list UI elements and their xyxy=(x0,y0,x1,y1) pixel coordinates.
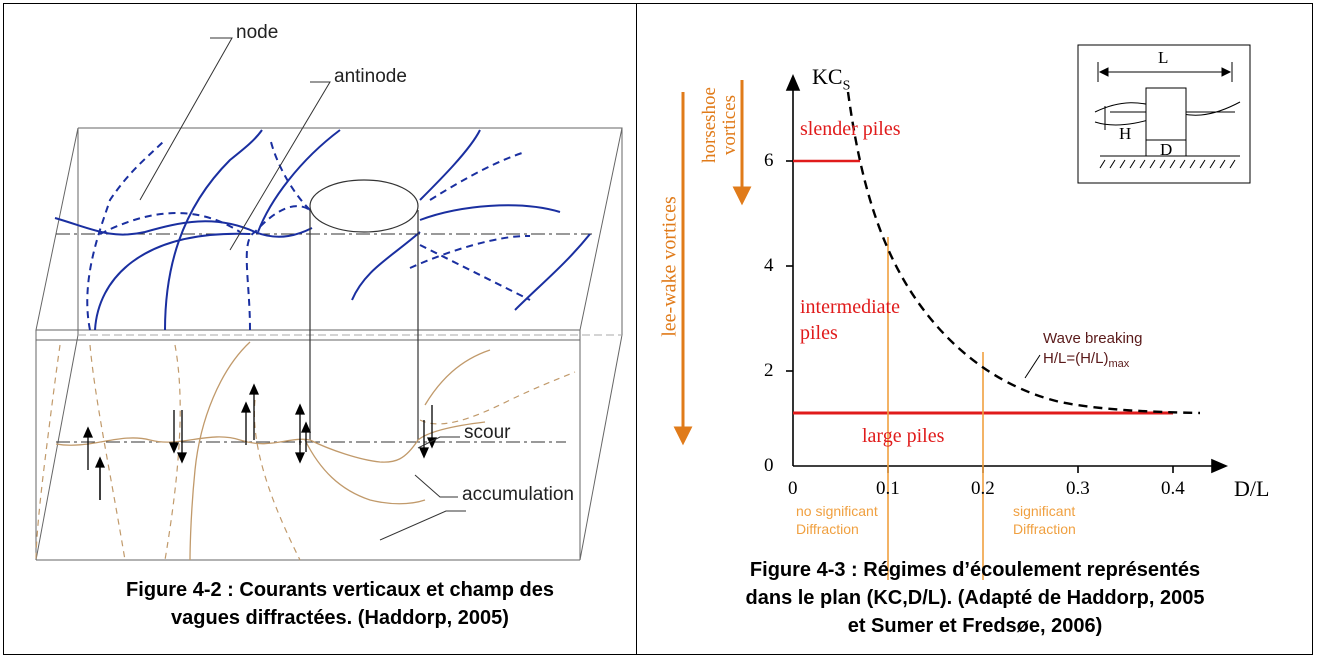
x-tick-03: 0.3 xyxy=(1066,478,1090,499)
wave-breaking-label-2: H/L=(H/L)max xyxy=(1043,350,1130,370)
intermediate-label-2: piles xyxy=(800,322,838,344)
node-label: node xyxy=(236,22,279,43)
lee-wake-label: lee-wake vortices xyxy=(658,196,681,337)
figure-frame xyxy=(3,3,1313,655)
y-tick-6: 6 xyxy=(764,150,774,171)
wave-breaking-label-1: Wave breaking xyxy=(1043,330,1143,347)
inset-L-label: L xyxy=(1158,48,1169,67)
vertical-current-arrows xyxy=(82,383,438,500)
sediment-lines xyxy=(55,341,491,561)
right-caption-line2: dans le plan (KC,D/L). (Adapté de Haddor… xyxy=(745,587,1205,609)
diffraction-label-1: significant xyxy=(1013,503,1076,519)
right-caption-line1: Figure 4-3 : Régimes d’écoulement représ… xyxy=(749,559,1201,581)
inset-D-label: D xyxy=(1160,140,1173,159)
wave-troughs xyxy=(86,137,531,331)
sediment-dashed xyxy=(35,344,576,561)
cylinder-pile xyxy=(309,179,419,440)
horseshoe-label-1: horseshoe xyxy=(699,87,720,163)
slender-piles-label: slender piles xyxy=(800,118,901,140)
large-piles-label: large piles xyxy=(862,425,945,447)
y-axis-label: KCS xyxy=(812,64,851,94)
x-tick-01: 0.1 xyxy=(876,478,900,499)
y-tick-4: 4 xyxy=(764,255,774,276)
pile-inset-diagram xyxy=(1077,44,1251,184)
horseshoe-label-2: vortices xyxy=(719,94,740,156)
x-tick-0: 0 xyxy=(788,478,798,499)
diffraction-label-2: Diffraction xyxy=(1013,521,1076,537)
no-diffraction-label-2: Diffraction xyxy=(796,521,859,537)
no-diffraction-label-1: no significant xyxy=(796,503,878,519)
scour-label: scour xyxy=(464,422,511,443)
intermediate-label-1: intermediate xyxy=(800,296,900,318)
chart-axes xyxy=(785,73,1229,474)
inset-H-label: H xyxy=(1119,124,1132,143)
wave-breaking-curve xyxy=(846,91,1201,415)
regime-arrows xyxy=(673,80,752,446)
leader-lines xyxy=(139,37,466,541)
accumulation-label: accumulation xyxy=(462,484,574,505)
left-caption-line2: vagues diffractées. (Haddorp, 2005) xyxy=(171,607,509,629)
x-tick-02: 0.2 xyxy=(971,478,995,499)
right-caption-line3: et Sumer et Fredsøe, 2006) xyxy=(847,615,1103,637)
x-tick-04: 0.4 xyxy=(1161,478,1185,499)
left-caption: Figure 4-2 : Courants verticaux et champ… xyxy=(110,576,570,632)
wave-breaking-leader xyxy=(1024,354,1041,379)
x-axis-label: D/L xyxy=(1234,476,1270,501)
diffraction-wave-illustration xyxy=(35,37,623,561)
right-caption: Figure 4-3 : Régimes d’écoulement représ… xyxy=(640,556,1310,640)
panel-divider xyxy=(636,3,637,655)
box-outline xyxy=(35,127,623,561)
antinode-label: antinode xyxy=(334,66,407,87)
y-tick-0: 0 xyxy=(764,455,774,476)
left-caption-line1: Figure 4-2 : Courants verticaux et champ… xyxy=(126,579,554,601)
y-tick-2: 2 xyxy=(764,360,774,381)
